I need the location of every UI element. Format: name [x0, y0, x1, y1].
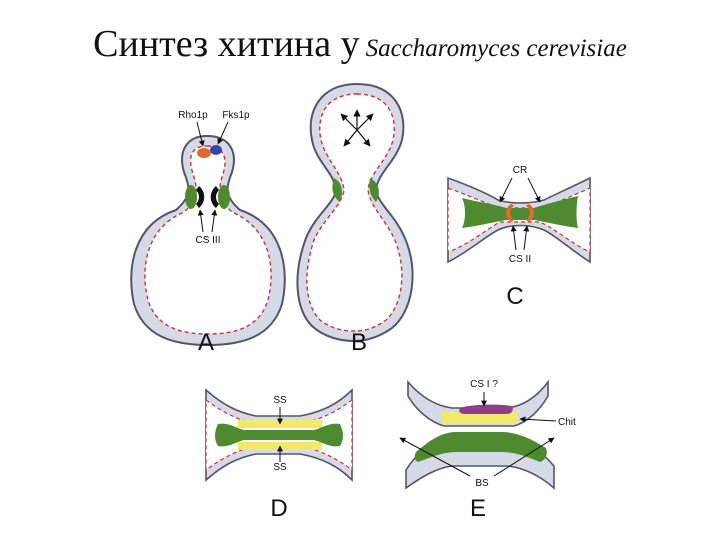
chitin-ring-left: [332, 178, 342, 202]
chitin-ring-right: [218, 185, 230, 209]
growth-arrows: [340, 109, 374, 147]
cs3-label: CS III: [195, 235, 220, 246]
bs-arrow-left: [399, 437, 471, 477]
panel-e-letter: E: [470, 495, 486, 522]
panel-b-membrane: [306, 93, 403, 332]
cs3-arrow-left: [197, 209, 204, 233]
cs2-arrow-right: [523, 225, 530, 251]
panel-d: SS SS D: [205, 388, 353, 522]
panel-a-letter: A: [198, 329, 214, 356]
panel-b-letter: B: [351, 329, 367, 356]
septum-remnant: [442, 412, 518, 424]
contractile-ring-left: [506, 204, 514, 222]
fks1p-protein: [210, 145, 222, 155]
cr-label: CR: [513, 165, 527, 176]
cs1-label: CS I ?: [470, 379, 498, 390]
chit-arrow: [519, 416, 557, 423]
chitin-ring: [462, 196, 578, 228]
ss-bottom-label: SS: [273, 462, 287, 473]
chit-label: Chit: [558, 417, 576, 428]
chitin-scar: [414, 432, 547, 462]
fks-arrow: [217, 121, 229, 145]
contractile-ring-right: [526, 204, 534, 222]
panel-c-letter: C: [506, 283, 523, 310]
fks1p-label: Fks1p: [222, 110, 250, 121]
panel-d-letter: D: [270, 495, 287, 522]
cr-arrow-right: [527, 177, 541, 203]
cs1-enzyme: [459, 404, 513, 414]
cs3-enzyme-right: [210, 186, 219, 208]
panel-e: CS I ? Chit BS E: [399, 379, 576, 522]
panel-c: CR CS II C: [447, 165, 591, 310]
rho-arrow: [196, 121, 205, 147]
cs2-label: CS II: [509, 254, 531, 265]
chitin-ring-right: [369, 178, 379, 202]
bs-arrow-right: [493, 437, 555, 477]
panel-b: B: [296, 82, 414, 356]
rho1p-label: Rho1p: [178, 110, 208, 121]
cr-arrow-left: [499, 177, 513, 203]
cs3-enzyme-left: [196, 186, 205, 208]
cs2-arrow-left: [510, 225, 517, 251]
chitin-septum: [215, 423, 343, 447]
cs3-arrow-right: [211, 209, 218, 233]
panel-a: Rho1p Fks1p CS III A: [130, 110, 286, 356]
ss-top-label: SS: [273, 395, 287, 406]
chitin-ring-left: [185, 185, 197, 209]
title-main: Синтез хитина у: [93, 23, 360, 65]
bs-label: BS: [475, 478, 489, 489]
title-species: Saccharomyces cerevisiae: [365, 35, 627, 62]
rho1p-protein: [197, 148, 211, 158]
